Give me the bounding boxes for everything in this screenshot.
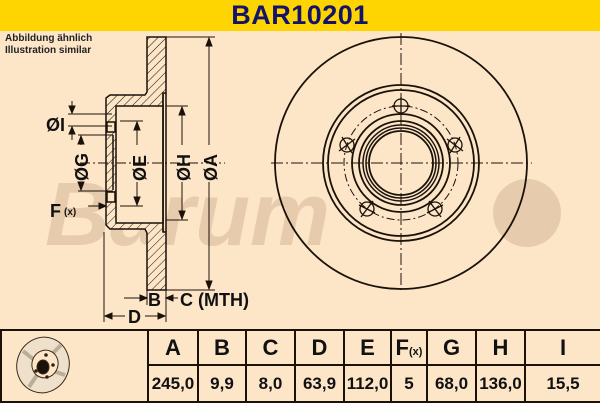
col-header-c: C (245, 328, 296, 367)
watermark-text: Barum (45, 165, 330, 265)
label-f-sub: (x) (64, 207, 76, 218)
table-value-row: 245,0 9,9 8,0 63,9 112,0 5 68,0 136,0 15… (1, 364, 600, 403)
col-header-f-sub: (x) (409, 345, 423, 358)
table-header-row: A B C D E F(x) G H I (0, 328, 600, 403)
label-phi-g: ØG (72, 153, 92, 181)
brake-disc-thumbnail-icon (15, 336, 70, 394)
label-c: C (MTH) (180, 290, 249, 310)
dimension-lines (68, 36, 225, 322)
label-phi-e: ØE (130, 155, 150, 181)
value-b: 9,9 (197, 364, 247, 403)
col-header-i: I (524, 328, 600, 367)
label-f: F (50, 201, 61, 221)
value-d: 63,9 (294, 364, 345, 403)
front-view (271, 33, 532, 293)
watermark-logo-icon (493, 179, 561, 247)
specification-table: A B C D E F(x) G H I 245,0 9,9 8,0 63,9 … (0, 328, 600, 403)
col-header-g: G (426, 328, 477, 367)
value-h: 136,0 (475, 364, 526, 403)
part-number-title: BAR10201 (231, 0, 369, 30)
col-header-e: E (343, 328, 392, 367)
dimension-labels: ØI ØG ØE ØH ØA F (x) B C (MTH) D (46, 115, 249, 327)
note-german: Abbildung ähnlich (5, 33, 93, 44)
note-english: Illustration similar (5, 45, 92, 56)
value-g: 68,0 (426, 364, 477, 403)
col-header-d: D (294, 328, 345, 367)
bolt-hole-icon (359, 201, 375, 217)
value-i: 15,5 (524, 364, 600, 403)
label-phi-h: ØH (174, 154, 194, 181)
header-bar: BAR10201 (0, 0, 600, 31)
col-header-a: A (147, 328, 199, 367)
barum-watermark: Barum (45, 165, 561, 265)
illustration-note: Abbildung ähnlich Illustration similar (5, 33, 92, 57)
bolt-hole-icon (427, 201, 443, 217)
thumbnail-cell (0, 329, 149, 403)
col-header-f-label: F (395, 334, 409, 360)
label-b: B (148, 290, 161, 310)
col-header-h: H (475, 328, 526, 367)
technical-drawing: Barum (45, 33, 561, 327)
label-d: D (128, 307, 141, 327)
value-c: 8,0 (245, 364, 296, 403)
col-header-b: B (197, 328, 247, 367)
bolt-hole-icon (447, 137, 463, 153)
value-e: 112,0 (343, 364, 392, 403)
value-a: 245,0 (147, 364, 199, 403)
bolt-hole-icon (339, 137, 355, 153)
label-phi-a: ØA (201, 154, 221, 181)
value-f: 5 (390, 364, 428, 403)
label-phi-i: ØI (46, 115, 65, 135)
col-header-f: F(x) (390, 328, 428, 367)
